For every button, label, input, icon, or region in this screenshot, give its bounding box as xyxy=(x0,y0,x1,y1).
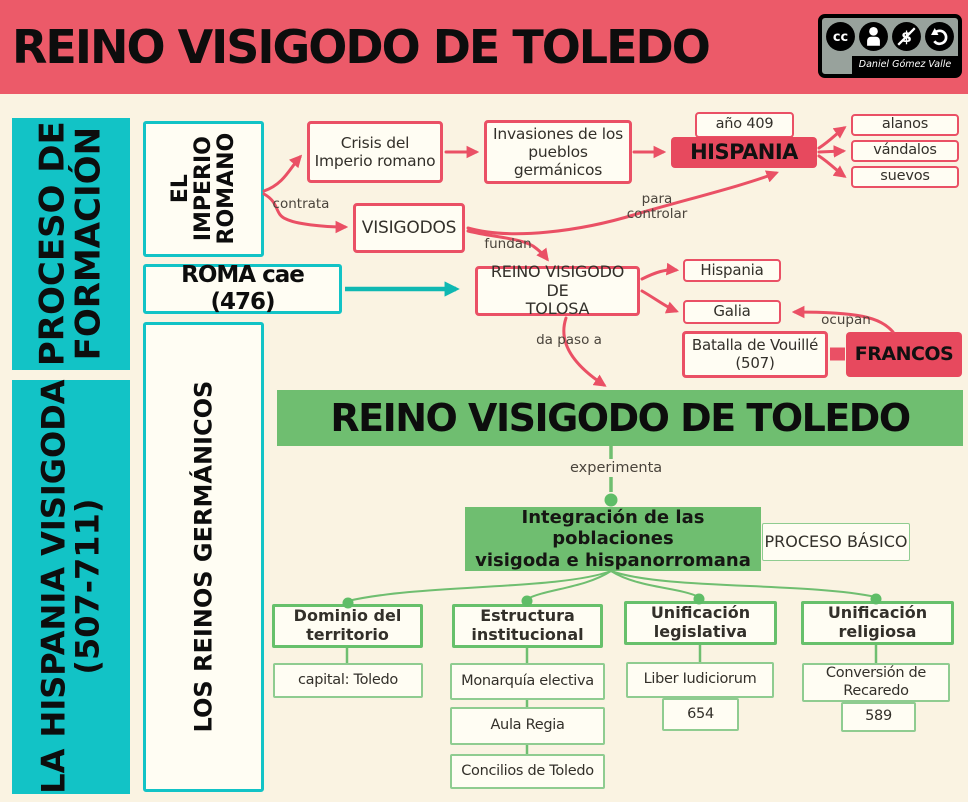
curve-integracion-col4 xyxy=(610,570,877,598)
section-hispania-label: LA HISPANIA VISIGODA (507-711) xyxy=(34,379,107,795)
node-imperio-romano: EL IMPERIO ROMANO xyxy=(143,121,264,257)
cc-license-icons: cc $ xyxy=(825,21,955,56)
column-item-654: 654 xyxy=(662,698,739,731)
header-banner: REINO VISIGODO DE TOLEDO cc $ Daniel Góm… xyxy=(0,0,968,94)
node-suevos: suevos xyxy=(851,166,959,188)
node-vandalos: vándalos xyxy=(851,140,959,162)
node-visigodos: VISIGODOS xyxy=(353,203,465,253)
arrow-tolosa-to-galia xyxy=(640,289,679,314)
arrow-imperio-to-crisis xyxy=(262,154,303,193)
section-proceso-label: PROCESO DE FORMACIÓN xyxy=(32,121,109,367)
cc-by-person-icon xyxy=(858,21,889,56)
page-title: REINO VISIGODO DE TOLEDO xyxy=(12,20,711,74)
column-header-religiosa: Unificación religiosa xyxy=(801,601,954,645)
cc-sa-arrow-icon xyxy=(924,21,955,56)
column-header-legislativa: Unificación legislativa xyxy=(624,601,777,645)
section-hispania-visigoda: LA HISPANIA VISIGODA (507-711) xyxy=(12,380,130,794)
node-galia: Galia xyxy=(683,300,781,324)
curve-integracion-col3 xyxy=(610,570,700,598)
node-francos: FRANCOS xyxy=(846,332,962,377)
svg-text:cc: cc xyxy=(833,30,848,45)
column-item-monarquia: Monarquía electiva xyxy=(450,663,605,700)
node-reinos-germanicos-label: LOS REINOS GERMÁNICOS xyxy=(188,381,217,733)
edge-label-contrata: contrata xyxy=(272,196,330,212)
column-item-concilios: Concilios de Toledo xyxy=(450,754,605,789)
node-roma-cae: ROMA cae (476) xyxy=(143,262,342,315)
node-reinos-germanicos: LOS REINOS GERMÁNICOS xyxy=(143,322,264,792)
node-alanos: alanos xyxy=(851,114,959,136)
column-item-liber-iudiciorum: Liber Iudiciorum xyxy=(626,662,774,698)
cc-icon: cc xyxy=(825,21,856,56)
edge-label-para-controlar: para controlar xyxy=(626,191,688,223)
section-proceso-de-formacion: PROCESO DE FORMACIÓN xyxy=(12,118,130,370)
curve-integracion-col1 xyxy=(347,570,612,602)
arrow-hispania-to-vandalos xyxy=(817,145,847,158)
arrow-hispania-to-suevos xyxy=(817,154,847,178)
node-reino-tolosa: REINO VISIGODO DE TOLOSA xyxy=(475,262,640,318)
credit-name: Daniel Gómez Valle xyxy=(852,56,958,74)
column-item-589: 589 xyxy=(841,702,916,732)
green-connectors xyxy=(345,446,878,754)
arrow-tolosa-to-hispania-region xyxy=(640,262,680,281)
edge-label-experimenta: experimenta xyxy=(568,459,663,478)
column-item-capital-toledo: capital: Toledo xyxy=(273,663,423,698)
column-header-estructura: Estructura institucional xyxy=(452,604,603,648)
node-proceso-basico: PROCESO BÁSICO xyxy=(762,523,910,561)
cc-license-badge: cc $ Daniel Gómez Valle xyxy=(818,14,962,78)
column-item-aula-regia: Aula Regia xyxy=(450,707,605,745)
arrow-tolosa-to-banner-da-paso xyxy=(562,316,607,387)
banner-reino-toledo: REINO VISIGODO DE TOLEDO xyxy=(277,390,963,446)
node-anio-409: año 409 xyxy=(695,112,794,138)
edge-label-fundan: fundan xyxy=(484,236,532,252)
edge-label-da-paso-a: da paso a xyxy=(536,332,602,348)
node-crisis-imperio: Crisis del Imperio romano xyxy=(307,121,443,183)
column-header-dominio: Dominio del territorio xyxy=(272,604,423,648)
curve-integracion-col2 xyxy=(526,570,612,600)
dot-experimenta xyxy=(604,493,618,507)
node-hispania-region: Hispania xyxy=(683,259,781,282)
cc-nc-dollar-icon: $ xyxy=(891,21,922,56)
node-batalla-vouille: Batalla de Vouillé (507) xyxy=(682,331,828,378)
node-integracion: Integración de las poblaciones visigoda … xyxy=(465,507,761,571)
edge-label-ocupan: ocupan xyxy=(821,312,871,328)
node-invasiones: Invasiones de los pueblos germánicos xyxy=(484,120,632,184)
arrow-hispania-to-alanos xyxy=(817,126,847,150)
column-item-conversion-recaredo: Conversión de Recaredo xyxy=(802,663,950,702)
node-hispania: HISPANIA xyxy=(671,137,817,168)
node-imperio-romano-label: EL IMPERIO ROMANO xyxy=(167,133,240,245)
